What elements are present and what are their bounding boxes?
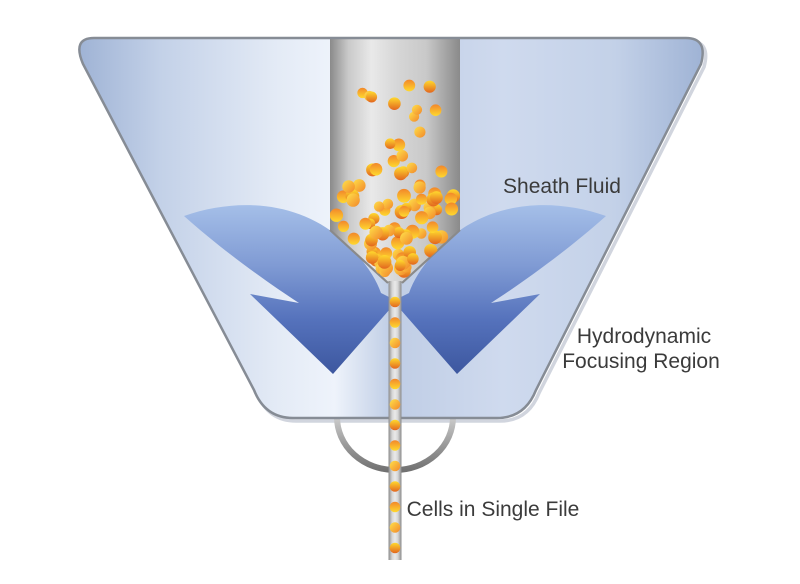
cell bbox=[415, 211, 429, 225]
cells-single-file-group bbox=[389, 296, 401, 554]
cell bbox=[406, 162, 418, 174]
cell bbox=[445, 202, 459, 216]
cell bbox=[403, 79, 416, 92]
cell bbox=[428, 230, 442, 245]
cell bbox=[389, 317, 401, 328]
cell bbox=[444, 192, 457, 206]
cell bbox=[389, 481, 401, 492]
cell bbox=[398, 206, 410, 217]
cell bbox=[411, 104, 423, 115]
cell bbox=[369, 225, 383, 240]
cell bbox=[414, 126, 426, 138]
cell bbox=[413, 181, 426, 194]
focusing-region-label-line2: Focusing Region bbox=[562, 350, 720, 373]
focusing-region-label-line1: Hydrodynamic bbox=[577, 325, 711, 348]
cell bbox=[389, 337, 401, 349]
cell bbox=[389, 399, 401, 410]
cell bbox=[389, 378, 401, 390]
cell bbox=[389, 522, 401, 533]
cell bbox=[407, 253, 419, 265]
cell bbox=[426, 221, 439, 233]
cells-in-tube bbox=[330, 79, 460, 278]
cell bbox=[429, 104, 442, 116]
cell bbox=[366, 91, 378, 103]
cell bbox=[352, 179, 366, 192]
cell bbox=[359, 217, 372, 230]
cell bbox=[435, 165, 448, 178]
sheath-flow-arrows bbox=[184, 205, 606, 374]
cell bbox=[416, 193, 427, 205]
cell bbox=[430, 191, 443, 205]
cell bbox=[394, 260, 406, 271]
cell bbox=[389, 358, 401, 369]
cell bbox=[389, 296, 401, 308]
cell bbox=[373, 201, 385, 212]
cell bbox=[330, 208, 344, 222]
cell bbox=[347, 232, 360, 245]
sheath-arrow-right bbox=[393, 205, 606, 374]
cell bbox=[389, 419, 401, 431]
cell bbox=[382, 198, 394, 210]
cell bbox=[377, 255, 392, 269]
cell bbox=[396, 150, 409, 162]
cell bbox=[394, 167, 408, 181]
sheath-fluid-label: Sheath Fluid bbox=[503, 175, 621, 198]
cell bbox=[392, 138, 406, 152]
cell bbox=[369, 163, 383, 176]
cell bbox=[342, 180, 355, 193]
cell bbox=[389, 501, 401, 513]
cell bbox=[389, 460, 401, 472]
labels: Sheath Fluid Hydrodynamic Focusing Regio… bbox=[407, 175, 720, 521]
chamber-outline bbox=[78, 36, 704, 420]
cell bbox=[365, 251, 379, 264]
cell bbox=[337, 220, 350, 232]
cell bbox=[400, 232, 413, 245]
cell bbox=[346, 193, 360, 207]
sheath-arrow-left bbox=[184, 205, 397, 374]
cell bbox=[388, 97, 401, 110]
cell bbox=[397, 188, 411, 203]
tube-taper-edge-left bbox=[329, 229, 389, 284]
cell bbox=[387, 155, 400, 168]
single-file-label: Cells in Single File bbox=[407, 498, 580, 521]
cell bbox=[384, 138, 396, 149]
cell bbox=[423, 80, 436, 93]
cell bbox=[389, 542, 401, 554]
cell bbox=[389, 440, 401, 451]
